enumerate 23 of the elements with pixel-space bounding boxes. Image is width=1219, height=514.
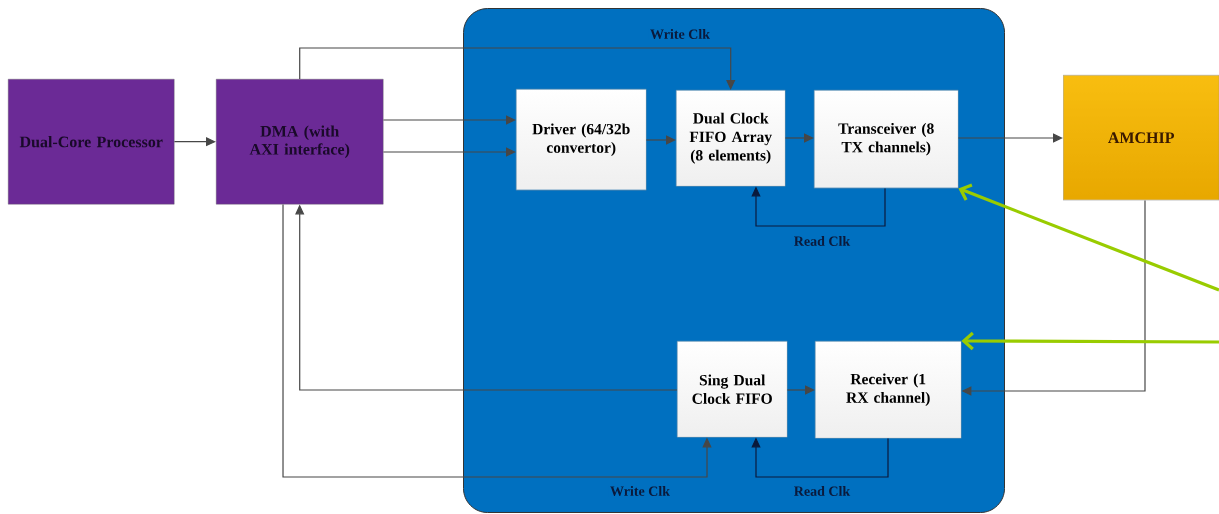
edge-label: Read Clk <box>792 485 852 497</box>
arrow <box>784 133 814 143</box>
process-box: Sing Dual Clock FIFO <box>677 341 788 438</box>
process-box: Transceiver (8 TX channels) <box>814 90 959 189</box>
edge-label: Write Clk <box>649 28 711 40</box>
edge-label: Read Clk <box>792 235 852 247</box>
edge-label: Write Clk <box>609 485 671 497</box>
process-box: DMA (with AXI interface) <box>216 79 384 205</box>
arrow <box>751 437 889 478</box>
arrow <box>786 385 815 395</box>
arrow <box>282 203 712 478</box>
arrow <box>382 115 516 125</box>
pointer-arrow <box>958 183 1219 292</box>
process-box: Dual-Core Processor <box>8 79 175 205</box>
process-box: Driver (64/32b convertor) <box>516 89 647 191</box>
pointer-arrow <box>961 331 1219 351</box>
chip-box: AMCHIP <box>1063 75 1219 201</box>
arrow <box>957 133 1063 143</box>
arrow <box>645 135 676 145</box>
process-box: Dual Clock FIFO Array (8 elements) <box>676 90 786 187</box>
arrow <box>299 47 736 90</box>
arrow <box>382 147 516 157</box>
process-box: Receiver (1 RX channel) <box>815 341 962 439</box>
